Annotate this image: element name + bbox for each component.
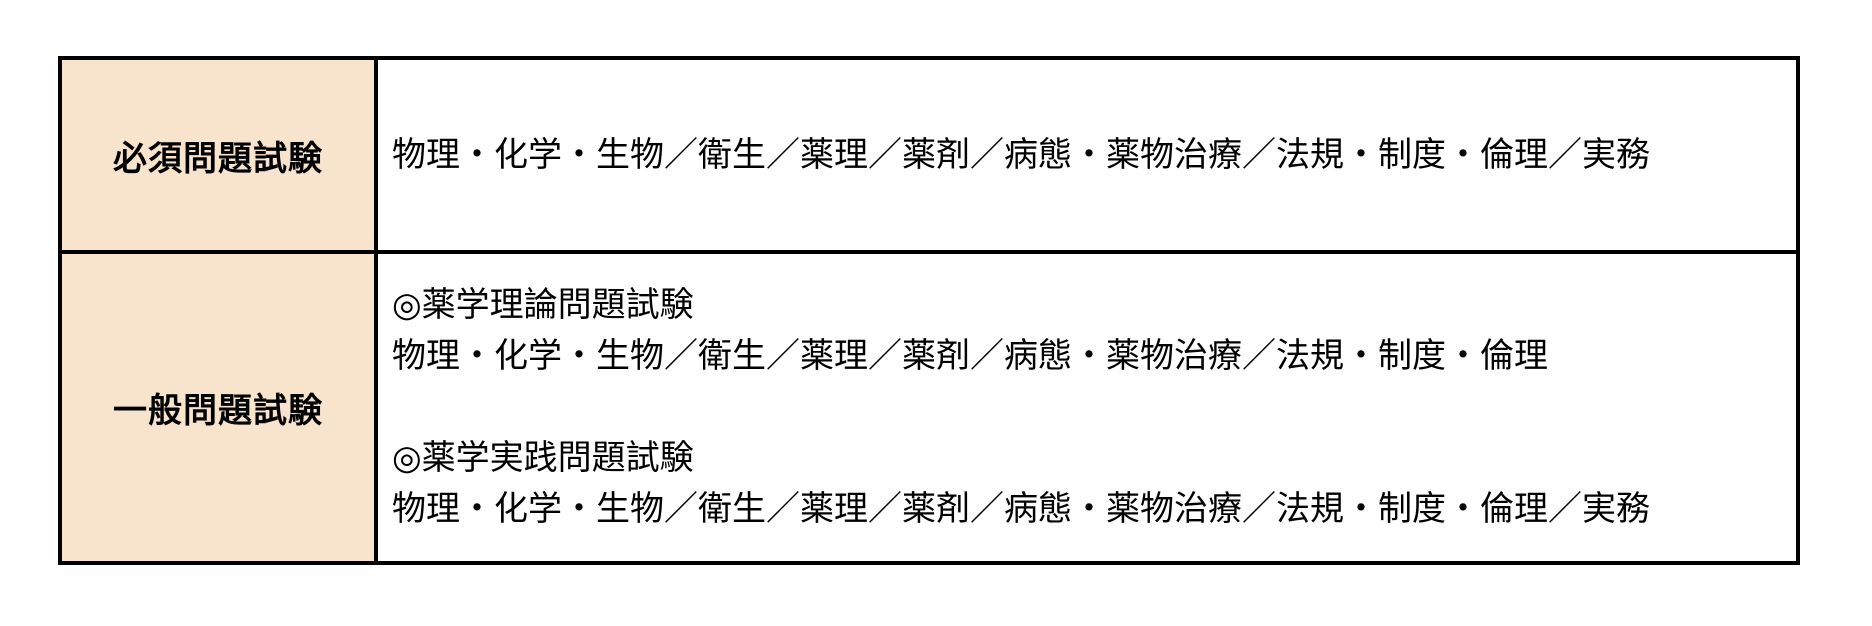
subjects-line: 物理・化学・生物／衛生／薬理／薬剤／病態・薬物治療／法規・制度・倫理／実務 [392, 135, 1650, 174]
section-yakugaku-riron: ◎薬学理論問題試験 物理・化学・生物／衛生／薬理／薬剤／病態・薬物治療／法規・制… [392, 280, 1786, 382]
section-yakugaku-jissen: ◎薬学実践問題試験 物理・化学・生物／衛生／薬理／薬剤／病態・薬物治療／法規・制… [392, 433, 1786, 535]
row-label-text: 必須問題試験 [113, 139, 323, 178]
section-title: ◎薬学理論問題試験 [392, 286, 694, 324]
subjects-line: 物理・化学・生物／衛生／薬理／薬剤／病態・薬物治療／法規・制度・倫理 [392, 337, 1548, 375]
row-label-text: 一般問題試験 [113, 392, 323, 430]
exam-structure-table: 必須問題試験 物理・化学・生物／衛生／薬理／薬剤／病態・薬物治療／法規・制度・倫… [58, 56, 1800, 565]
subjects-line: 物理・化学・生物／衛生／薬理／薬剤／病態・薬物治療／法規・制度・倫理／実務 [392, 490, 1650, 528]
section-title: ◎薬学実践問題試験 [392, 439, 694, 477]
row-label-ippan-mondai-shiken: 一般問題試験 [62, 254, 378, 561]
row-content-ippan-subjects: ◎薬学理論問題試験 物理・化学・生物／衛生／薬理／薬剤／病態・薬物治療／法規・制… [378, 254, 1796, 561]
row-label-hisshu-mondai-shiken: 必須問題試験 [62, 60, 378, 254]
row-content-hisshu-subjects: 物理・化学・生物／衛生／薬理／薬剤／病態・薬物治療／法規・制度・倫理／実務 [378, 60, 1796, 254]
